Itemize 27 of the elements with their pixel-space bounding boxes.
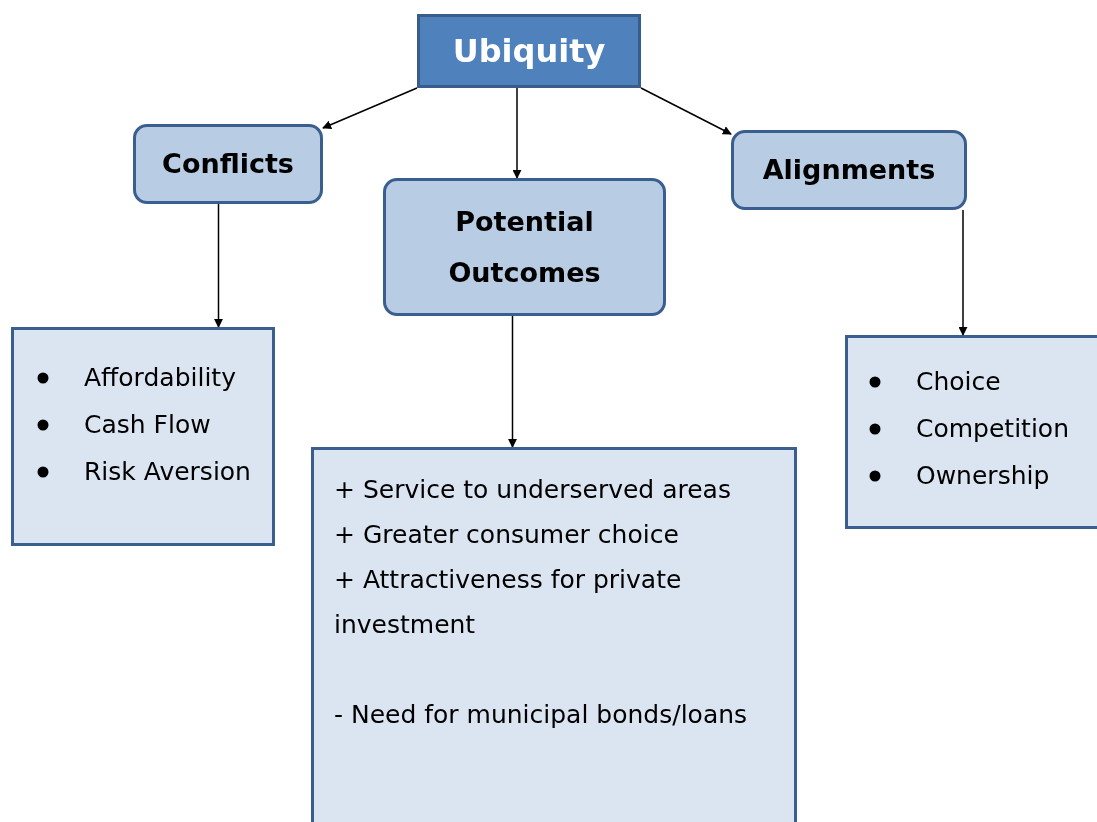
arrow (640, 87, 732, 135)
list-item: + Service to underserved areas (334, 474, 732, 506)
list-box (11, 327, 275, 546)
list-item: Risk Aversion (84, 456, 252, 488)
box-title: Potential Outcomes (447, 204, 602, 290)
arrow (214, 203, 223, 328)
list-item: Affordability (84, 362, 237, 394)
category-box (731, 130, 967, 210)
arrow (508, 315, 517, 448)
list-item: + Attractiveness for private investment (334, 564, 683, 641)
list-box (845, 335, 1097, 529)
box-title: Conflicts (162, 147, 294, 182)
list-item: Choice (916, 366, 1002, 398)
arrow (512, 87, 522, 179)
list-box (311, 447, 797, 822)
category-box (133, 124, 323, 204)
list-item: Ownership (916, 460, 1051, 492)
list-item: Competition (916, 413, 1070, 445)
box-title: Alignments (762, 153, 936, 188)
list-item: + Greater consumer choice (334, 519, 680, 551)
list-item: - Need for municipal bonds/loans (334, 699, 749, 731)
title-box (417, 14, 641, 88)
box-title: Ubiquity (452, 32, 606, 70)
arrow (958, 209, 968, 336)
arrow (322, 87, 418, 129)
category-box (383, 178, 666, 316)
list-item: Cash Flow (84, 409, 212, 441)
